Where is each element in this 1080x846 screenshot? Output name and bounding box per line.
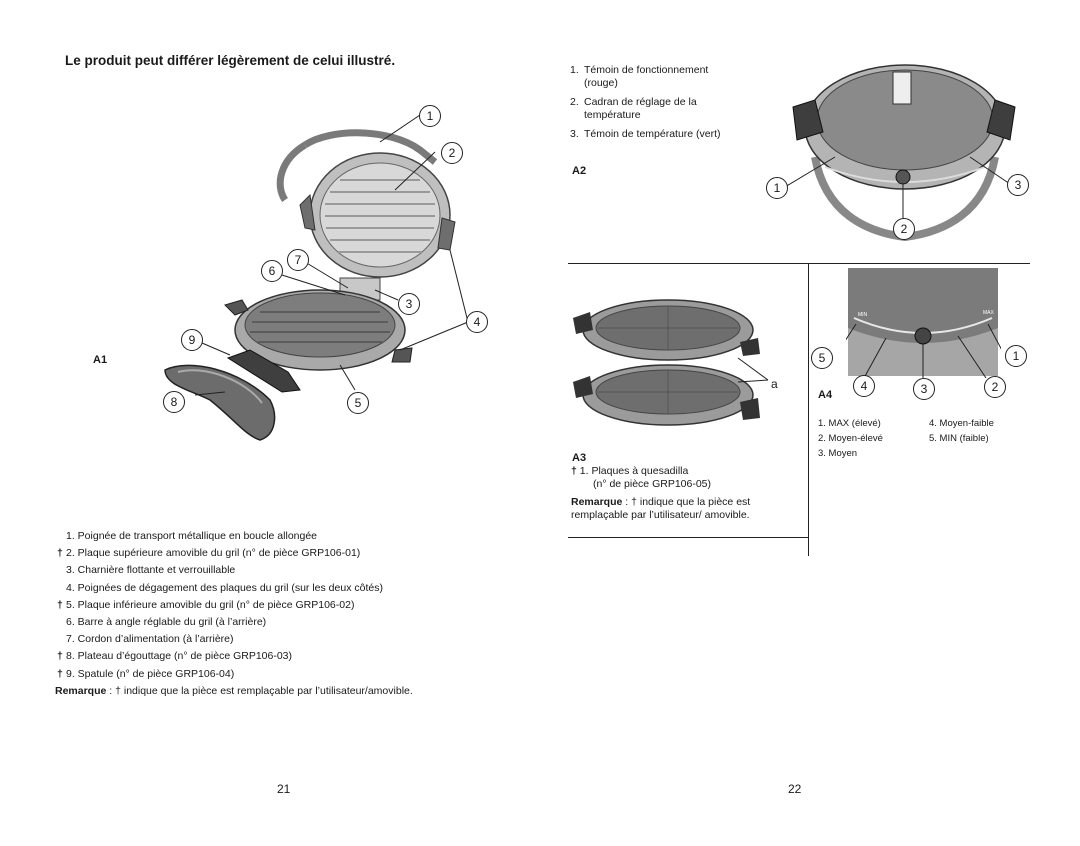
temperature-settings-right: 4. Moyen-faible 5. MIN (faible) — [929, 416, 994, 446]
divider — [568, 537, 808, 538]
list-item: 1. MAX (élevé) — [818, 418, 881, 429]
list-item: 3. Moyen — [818, 448, 858, 459]
list-item: †5. Plaque inférieure amovible du gril (… — [57, 598, 355, 611]
note: Remarque : † indique que la pièce est re… — [55, 685, 413, 697]
a4-callout-2: 2 — [984, 376, 1006, 398]
list-item: 1. Poignée de transport métallique en bo… — [66, 530, 318, 542]
list-item: 7. Cordon d’alimentation (à l’arrière) — [66, 633, 234, 646]
a2-callout-2: 2 — [893, 218, 915, 240]
dial-min-label: MIN — [858, 312, 868, 318]
list-item: †9. Spatule (n° de pièce GRP106-04) — [57, 667, 235, 680]
page-number-left: 21 — [277, 782, 291, 796]
grill-open-illustration — [164, 114, 469, 441]
list-item: 2.Cadran de réglage de la température — [570, 96, 697, 121]
list-item: 6. Barre à angle réglable du gril (à l’a… — [66, 616, 267, 629]
list-item: 4. Poignées de dégagement des plaques du… — [66, 581, 383, 594]
figure-label-a2: A2 — [572, 165, 587, 177]
page-number-right: 22 — [788, 782, 802, 796]
callout-4: 4 — [466, 311, 488, 333]
page-title: Le produit peut différer légèrement de c… — [65, 53, 396, 68]
a4-callout-1: 1 — [1005, 345, 1027, 367]
list-item: 2. Moyen-élevé — [818, 433, 883, 444]
divider — [568, 263, 1030, 264]
callout-7: 7 — [287, 249, 309, 271]
callout-1: 1 — [419, 105, 441, 127]
list-item: † 1. Plaques à quesadilla — [571, 465, 689, 477]
a3-letter-a: a — [771, 377, 778, 391]
figure-label-a4: A4 — [818, 389, 833, 401]
list-item: 3. Charnière flottante et verrouillable — [66, 564, 236, 577]
a2-callout-1: 1 — [766, 177, 788, 199]
list-item: 1.Témoin de fonctionnement (rouge) — [570, 64, 709, 89]
a4-callout-5: 5 — [811, 347, 833, 369]
a2-callout-3: 3 — [1007, 174, 1029, 196]
figure-label-a3: A3 — [572, 452, 587, 464]
list-item: †2. Plaque supérieure amovible du gril (… — [57, 547, 361, 560]
callout-8: 8 — [163, 391, 185, 413]
callout-9: 9 — [181, 329, 203, 351]
a4-callout-4: 4 — [853, 375, 875, 397]
temperature-settings-left: 1. MAX (élevé) 2. Moyen-élevé 3. Moyen — [818, 416, 883, 461]
temperature-dial-illustration — [846, 268, 1001, 378]
callout-2: 2 — [441, 142, 463, 164]
list-item: 3.Témoin de température (vert) — [570, 128, 721, 140]
a2-list: 1.Témoin de fonctionnement (rouge) 2.Cad… — [570, 64, 745, 147]
quesadilla-plates-illustration — [573, 299, 769, 426]
parts-list: 1. Poignée de transport métallique en bo… — [57, 528, 383, 683]
divider — [808, 263, 809, 556]
callout-6: 6 — [261, 260, 283, 282]
part-number: (n° de pièce GRP106-05) — [593, 478, 712, 490]
list-item: 5. MIN (faible) — [929, 433, 989, 444]
list-item: 4. Moyen-faible — [929, 418, 994, 429]
a4-callout-3: 3 — [913, 378, 935, 400]
callout-5: 5 — [347, 392, 369, 414]
callout-3: 3 — [398, 293, 420, 315]
list-item: †8. Plateau d’égouttage (n° de pièce GRP… — [57, 650, 293, 663]
dial-max-label: MAX — [983, 310, 994, 316]
a3-note: Remarque : † indique que la pièce est re… — [571, 496, 751, 521]
figure-label-a1: A1 — [93, 354, 108, 366]
a3-list: † 1. Plaques à quesadilla (n° de pièce G… — [571, 465, 771, 491]
